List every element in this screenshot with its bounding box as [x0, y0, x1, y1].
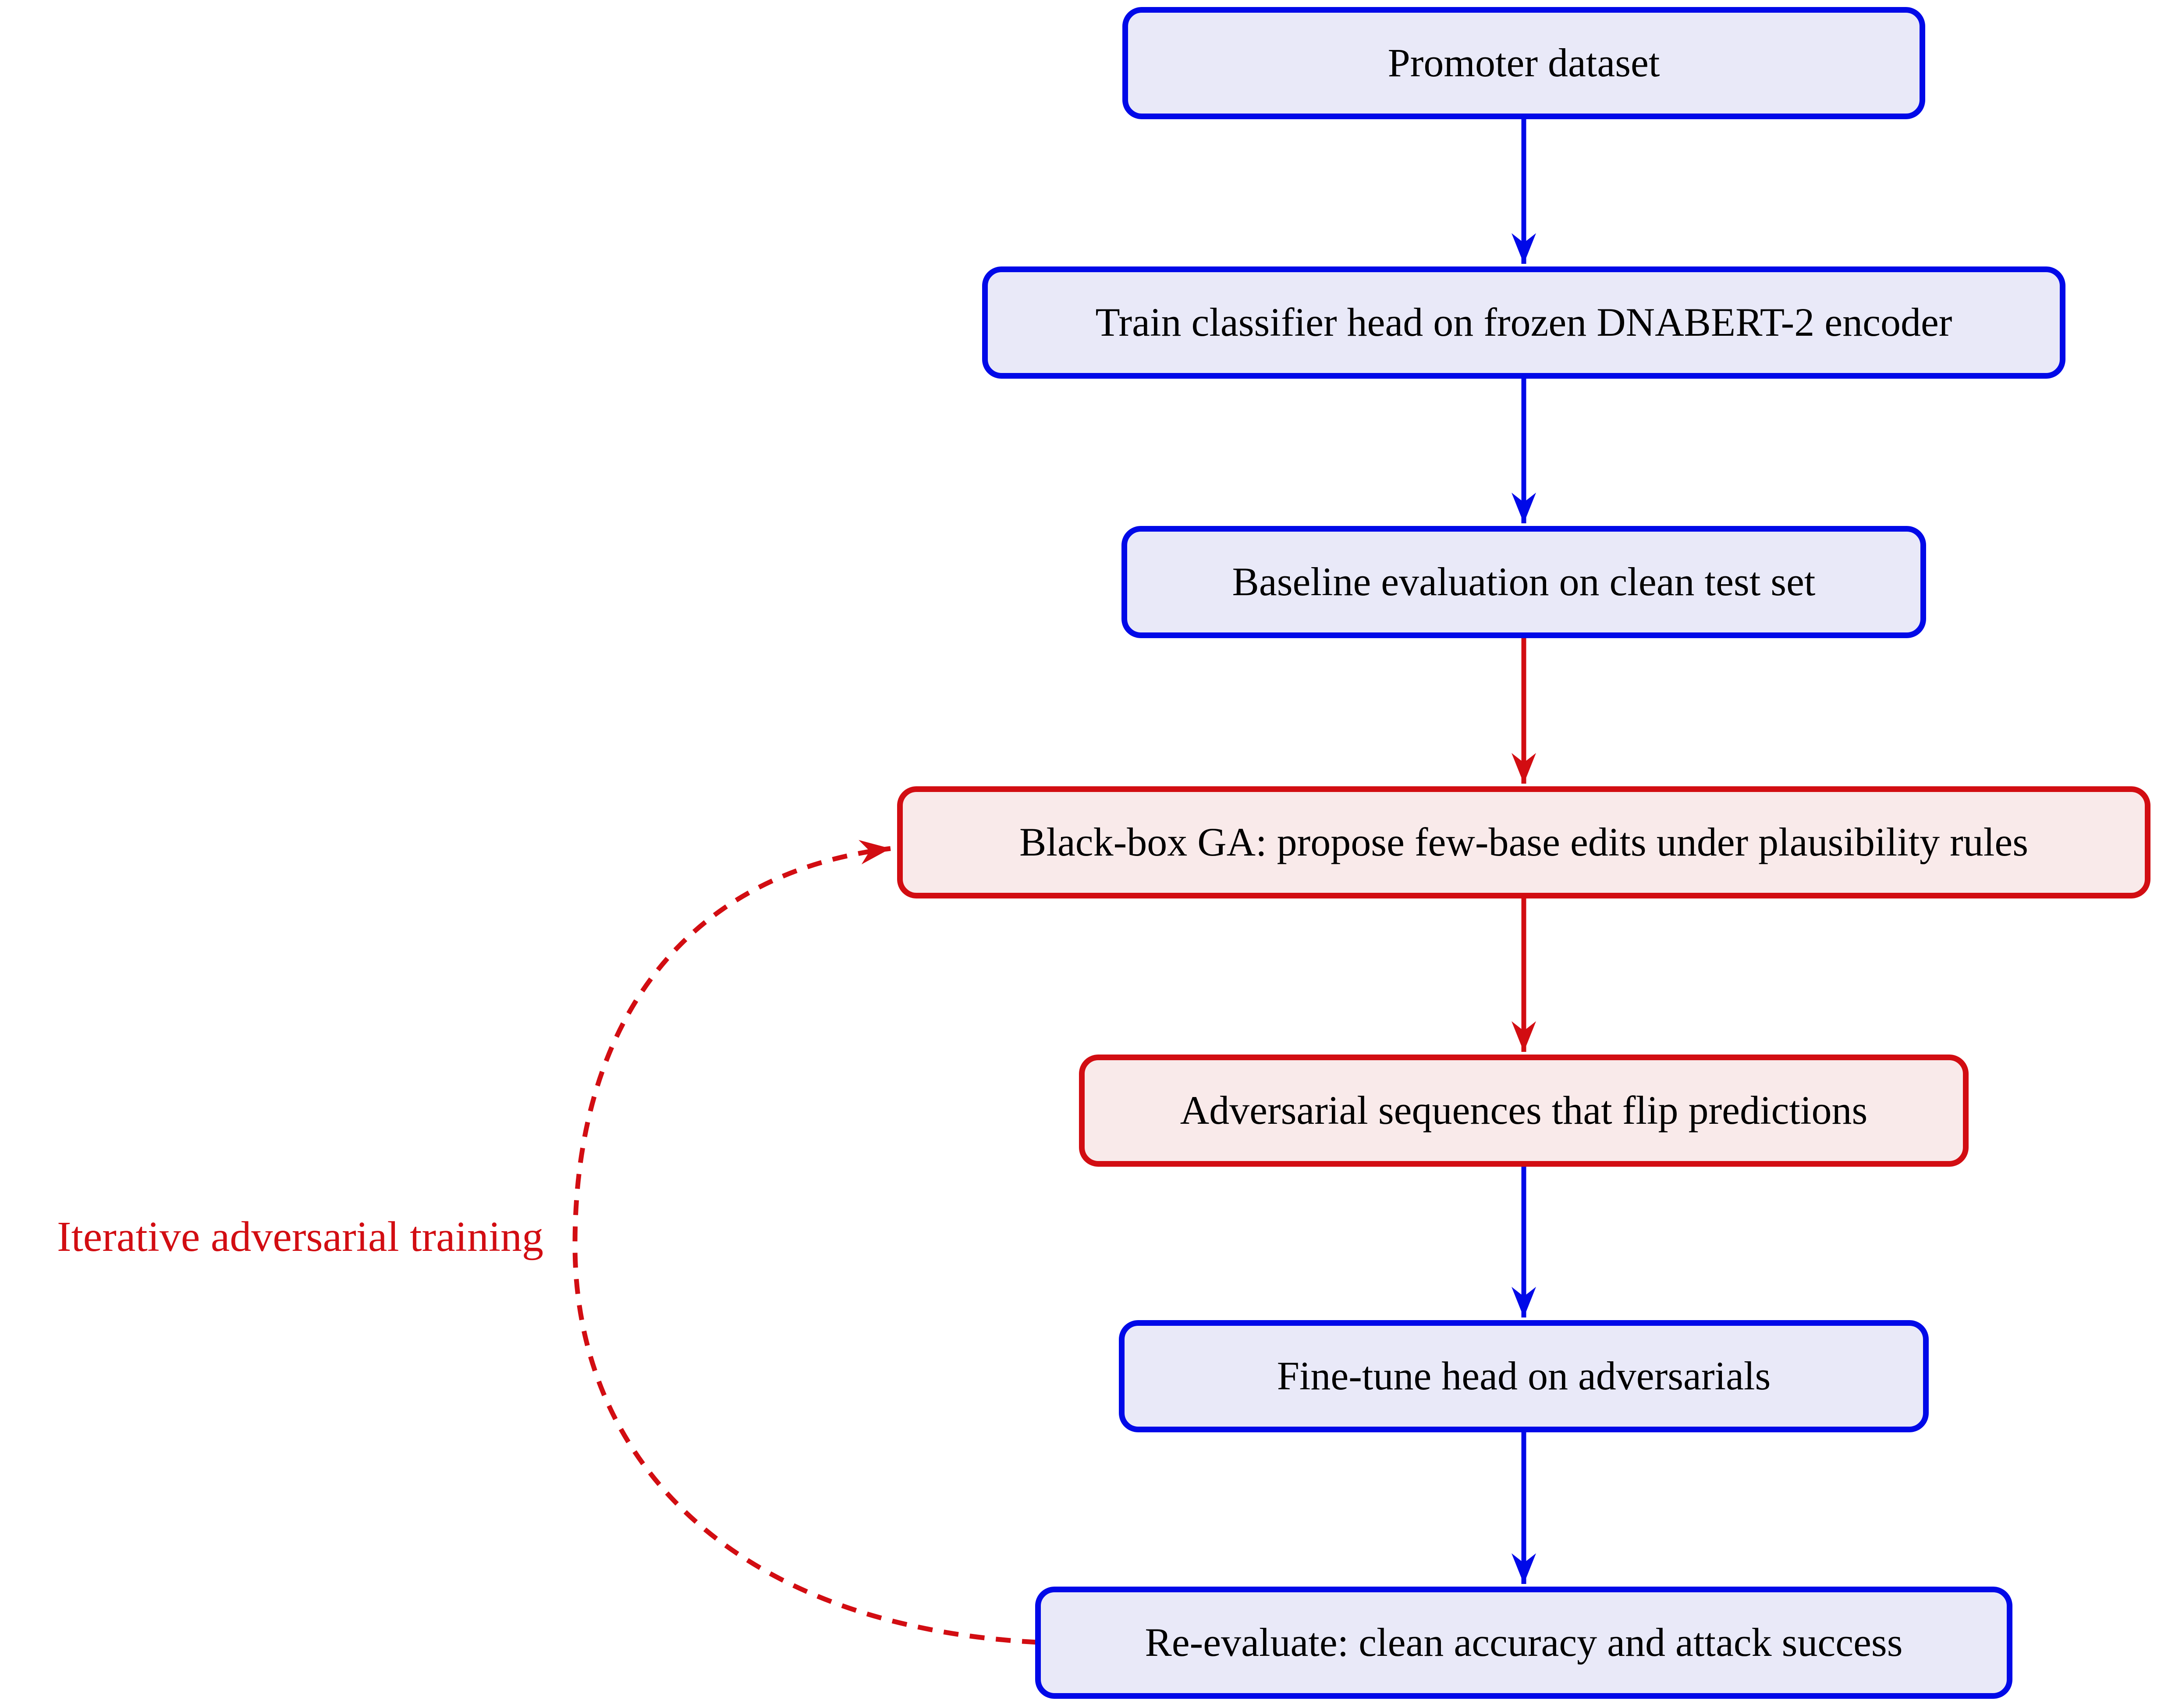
node-reevaluate: Re-evaluate: clean accuracy and attack s… — [1035, 1587, 2012, 1699]
node-blackbox-ga: Black-box GA: propose few-base edits und… — [897, 786, 2150, 898]
node-label: Re-evaluate: clean accuracy and attack s… — [1145, 1620, 1903, 1665]
node-train-classifier: Train classifier head on frozen DNABERT-… — [982, 266, 2065, 379]
node-adversarial-sequences: Adversarial sequences that flip predicti… — [1079, 1055, 1969, 1167]
node-promoter-dataset: Promoter dataset — [1122, 7, 1925, 119]
node-label: Black-box GA: propose few-base edits und… — [1019, 820, 2029, 865]
node-finetune-head: Fine-tune head on adversarials — [1119, 1320, 1929, 1432]
node-label: Train classifier head on frozen DNABERT-… — [1095, 300, 1952, 345]
iterative-adversarial-training-label: Iterative adversarial training — [57, 1213, 544, 1261]
feedback-loop-dashed-arrow — [572, 840, 1037, 1645]
node-label: Fine-tune head on adversarials — [1277, 1353, 1771, 1399]
node-label: Baseline evaluation on clean test set — [1232, 559, 1816, 604]
node-baseline-evaluation: Baseline evaluation on clean test set — [1121, 526, 1926, 638]
node-label: Promoter dataset — [1387, 40, 1660, 85]
node-label: Adversarial sequences that flip predicti… — [1180, 1088, 1868, 1133]
